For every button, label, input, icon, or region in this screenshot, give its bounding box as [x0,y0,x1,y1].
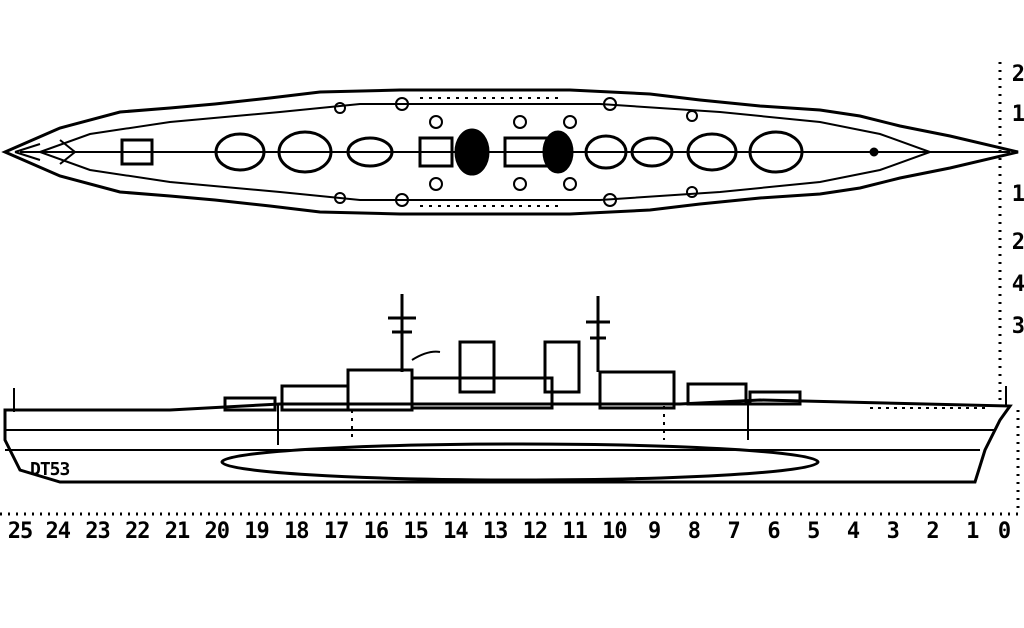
vertical-tick-label: 4 [1011,272,1024,297]
profile-aft-block [598,370,676,410]
profile-funnel-2 [543,340,581,394]
horizontal-tick-label: 19 [244,519,270,544]
vertical-tick-label: 1 [1011,102,1024,127]
horizontal-tick-label: 5 [807,519,820,544]
horizontal-tick-label: 20 [204,519,231,544]
plan-funnel-2 [542,130,574,174]
horizontal-tick-label: 11 [562,519,588,544]
plan-turret-a [214,132,266,172]
horizontal-tick-label: 6 [767,519,780,544]
profile-forward-turret [223,396,277,412]
plan-forward-deckhouse [418,136,454,168]
plan-aft-deckhouse [630,136,674,168]
profile-hull [3,398,1013,484]
vertical-tick-label: 2 [1011,62,1024,87]
horizontal-tick-label: 16 [363,519,390,544]
vertical-tick-label: 1 [1011,182,1024,207]
plan-turret-x [686,132,738,172]
hull-code-label: DT53 [30,459,70,480]
horizontal-tick-label: 18 [284,519,310,544]
horizontal-tick-label: 0 [997,519,1011,544]
plan-bow-hatch [120,138,154,166]
horizontal-tick-label: 14 [443,519,469,544]
horizontal-tick-label: 12 [522,519,549,544]
horizontal-tick-label: 7 [727,519,741,544]
horizontal-tick-label: 15 [403,519,429,544]
horizontal-tick-label: 10 [602,519,628,544]
profile-section-marks [351,406,990,440]
horizontal-tick-label: 13 [482,519,509,544]
plan-secondary-mounts [334,97,698,207]
horizontal-tick-label: 8 [687,519,701,544]
vertical-tick-label: 3 [1011,314,1024,339]
profile-stern-turret [748,390,802,406]
profile-funnel-1 [458,340,496,394]
profile-armor-belt [220,442,820,482]
plan-bridge [346,136,394,168]
plan-rail-details [80,97,870,207]
profile-forward-superstructure [280,384,350,412]
horizontal-tick-label: 21 [164,519,191,544]
profile-fore-mast [388,294,441,372]
horizontal-tick-label: 24 [45,519,72,544]
horizontal-tick-label: 2 [926,519,939,544]
horizontal-tick-label: 4 [846,519,860,544]
profile-main-mast [586,296,610,372]
horizontal-tick-label: 3 [886,519,900,544]
horizontal-tick-label: 17 [323,519,350,544]
horizontal-tick-label: 22 [125,519,151,544]
plan-turret-b [277,130,333,174]
plan-turret-y [748,130,804,174]
horizontal-tick-label: 25 [7,519,34,544]
plan-stern-mark [869,147,879,157]
vertical-scale [998,62,1020,514]
horizontal-tick-label: 9 [648,519,661,544]
side-profile-view [3,294,1013,484]
profile-aft-turret [686,382,748,406]
top-plan-view [1,88,1019,216]
plan-funnel-1 [454,128,490,176]
plan-hull-outline [1,88,1019,216]
horizontal-tick-label: 1 [966,519,979,544]
horizontal-tick-label: 23 [85,519,111,544]
plan-aft-tower [584,134,628,170]
plan-bow-mark [14,139,77,165]
vertical-tick-label: 2 [1011,230,1024,255]
